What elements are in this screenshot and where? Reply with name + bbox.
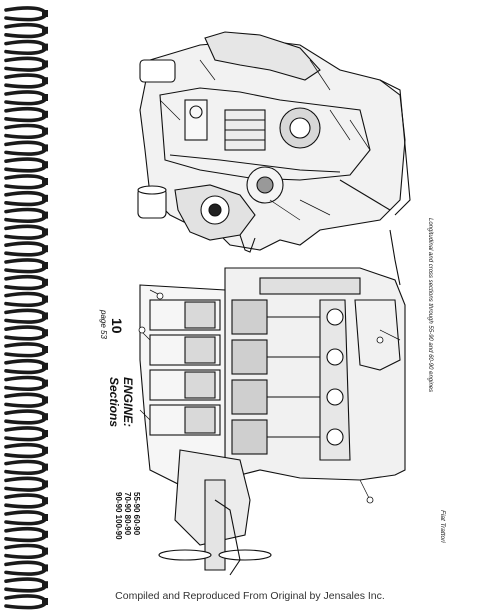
binding-hole [42, 598, 48, 605]
binding-hole [42, 10, 48, 17]
binding-hole [42, 228, 48, 236]
binding-hole [42, 295, 48, 303]
binding-hole [42, 581, 48, 589]
binding-hole [42, 77, 48, 85]
page-reference: page 53 [99, 310, 108, 339]
binding-hole [42, 530, 48, 538]
binding-hole [42, 94, 48, 101]
binding-hole [42, 497, 48, 505]
engine-cross-section [137, 31, 411, 286]
binding-hole [42, 413, 48, 421]
binding-hole [42, 144, 48, 152]
binding-hole [42, 312, 48, 320]
model-list-row1: 55-90 60-90 [132, 492, 141, 536]
binding-hole [42, 262, 48, 269]
binding-hole [42, 26, 48, 34]
section-title-line2: Sections [107, 377, 121, 428]
section-title-line1: ENGINE: [121, 377, 135, 428]
binding-hole [42, 346, 48, 353]
binding-hole [42, 547, 48, 555]
binding-hole [42, 362, 48, 370]
binding-hole [42, 514, 48, 521]
binding-hole [42, 329, 48, 337]
binding-hole [42, 211, 48, 219]
binding-hole [42, 278, 48, 286]
figure-caption: Longitudinal and cross sections through … [427, 218, 433, 393]
binding-hole [42, 564, 48, 572]
binding-hole [42, 161, 48, 169]
model-list-row3: 90-90 100-90 [114, 492, 123, 540]
binding-hole [42, 480, 48, 488]
binding-hole [42, 43, 48, 51]
binding-hole [42, 396, 48, 404]
publisher-note: Fiat Trattori [439, 510, 446, 543]
binding-hole [42, 127, 48, 135]
engine-longitudinal-section [138, 267, 406, 576]
binding-hole [42, 110, 48, 118]
binding-hole [42, 430, 48, 437]
binding-hole [42, 194, 48, 202]
section-number: 10 [109, 318, 125, 334]
binding-hole [42, 178, 48, 185]
spiral-binding [4, 6, 48, 610]
binding-hole [42, 60, 48, 68]
footer-credit: Compiled and Reproduced From Original by… [115, 590, 385, 602]
binding-hole [42, 463, 48, 471]
binding-hole [42, 446, 48, 454]
binding-hole [42, 245, 48, 253]
binding-hole [42, 379, 48, 387]
model-list-row2: 70-90 80-90 [123, 492, 132, 536]
